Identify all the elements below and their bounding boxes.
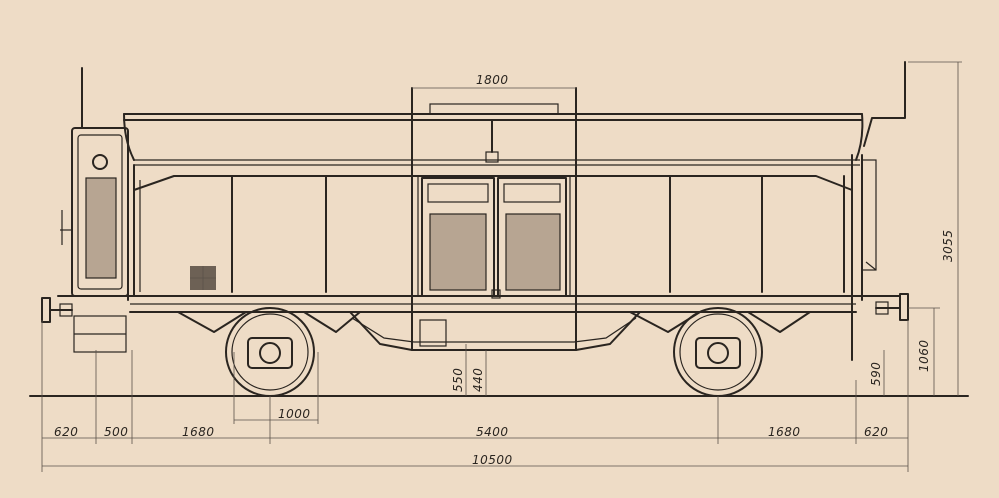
dim-frame-b: 440: [471, 368, 485, 392]
buffers: [41, 293, 909, 361]
dim-step-height: 590: [869, 362, 883, 386]
wagon-body: [133, 87, 853, 351]
dim-overhang-left: 620: [54, 425, 78, 439]
dim-axle-right: 1680: [768, 425, 801, 439]
left-end-structure: [60, 67, 129, 301]
dimension-lines: [41, 61, 962, 472]
dim-total-length: 10500: [472, 453, 513, 467]
dim-door-width: 1800: [476, 73, 509, 87]
underframe: [57, 295, 901, 351]
dim-overhang-right: 620: [864, 425, 888, 439]
dim-buffer-height: 1060: [917, 339, 931, 372]
roof-structure: [123, 103, 864, 166]
dim-wheel-diameter: 1000: [278, 407, 311, 421]
dim-step-left: 500: [104, 425, 128, 439]
dim-axle-left: 1680: [182, 425, 215, 439]
right-end-structure: [851, 61, 906, 301]
wheelset-left: [225, 307, 315, 397]
dim-wheelbase: 5400: [476, 425, 509, 439]
wheelset-right: [673, 307, 763, 397]
dim-total-height: 3055: [941, 229, 955, 262]
dim-frame-a: 550: [451, 368, 465, 392]
